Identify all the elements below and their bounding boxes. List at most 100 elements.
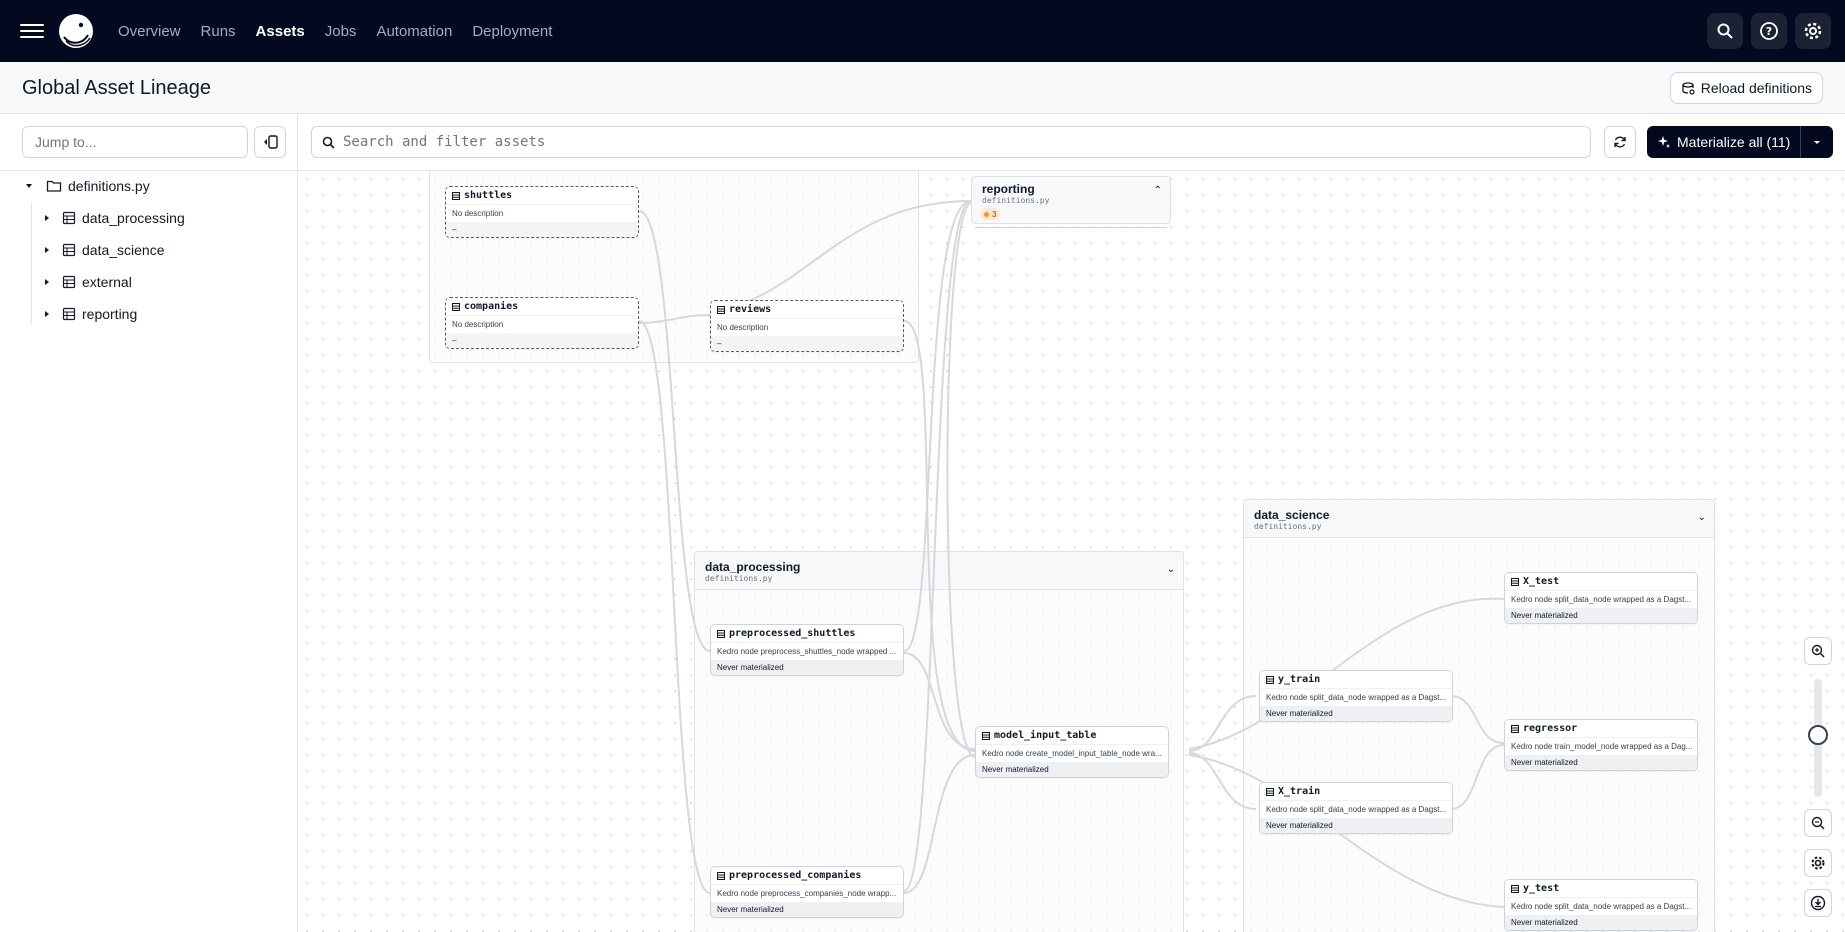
node-description: No description xyxy=(446,204,638,222)
edge xyxy=(1188,754,1505,908)
nav-jobs[interactable]: Jobs xyxy=(324,22,357,40)
asset-node-y-test[interactable]: y_test Kedro node split_data_node wrappe… xyxy=(1504,879,1698,931)
node-description: Kedro node split_data_node wrapped as a … xyxy=(1260,800,1452,818)
asset-node-y-train[interactable]: y_train Kedro node split_data_node wrapp… xyxy=(1259,670,1453,722)
materialize-options-dropdown[interactable] xyxy=(1801,137,1833,147)
tree-item-external[interactable]: external xyxy=(42,272,132,292)
caret-right-icon xyxy=(45,279,49,285)
node-header: preprocessed_shuttles xyxy=(711,625,903,642)
asset-node-x-test[interactable]: X_test Kedro node split_data_node wrappe… xyxy=(1504,572,1698,624)
dagster-logo[interactable] xyxy=(56,11,96,51)
asset-sidebar: definitions.py data_processing data_scie… xyxy=(0,114,298,932)
asset-search-box[interactable] xyxy=(311,126,1591,158)
materialize-all-label: Materialize all (11) xyxy=(1677,134,1791,150)
node-header: regressor xyxy=(1505,720,1697,737)
zoom-slider-handle[interactable] xyxy=(1808,725,1828,745)
node-description: No description xyxy=(446,315,638,333)
group-header[interactable]: data_processing definitions.py ⌄ xyxy=(695,552,1183,590)
nav-overview[interactable]: Overview xyxy=(118,22,181,40)
asset-node-companies[interactable]: companies No description – xyxy=(445,297,639,349)
tree-item-root[interactable]: definitions.py xyxy=(24,176,150,196)
node-header: X_train xyxy=(1260,783,1452,800)
refresh-button[interactable] xyxy=(1604,126,1636,158)
edge xyxy=(903,200,972,652)
edge xyxy=(903,652,976,750)
search-icon[interactable] xyxy=(1707,13,1743,49)
tree-item-data-science[interactable]: data_science xyxy=(42,240,165,260)
group-header[interactable]: data_science definitions.py ⌄ xyxy=(1244,500,1714,538)
tree-item-data-processing[interactable]: data_processing xyxy=(42,208,185,228)
table-icon xyxy=(717,871,725,880)
asset-search-input[interactable] xyxy=(343,134,1563,150)
nav-deployment[interactable]: Deployment xyxy=(472,22,553,40)
asset-group-icon xyxy=(62,275,76,289)
node-header: reviews xyxy=(711,301,903,318)
table-icon xyxy=(1266,675,1274,684)
edge xyxy=(638,210,711,652)
graph-toolbar: Materialize all (11) xyxy=(299,114,1845,171)
nav-links: Overview Runs Assets Jobs Automation Dep… xyxy=(118,0,552,62)
asset-node-regressor[interactable]: regressor Kedro node train_model_node wr… xyxy=(1504,719,1698,771)
asset-node-preprocessed-companies[interactable]: preprocessed_companies Kedro node prepro… xyxy=(710,866,904,918)
asset-graph-canvas[interactable]: reporting definitions.py ⌃ 3 data_proces… xyxy=(299,171,1845,932)
asset-node-shuttles[interactable]: shuttles No description – xyxy=(445,186,639,238)
download-icon[interactable] xyxy=(1804,889,1832,917)
gear-icon[interactable] xyxy=(1795,13,1831,49)
node-name: preprocessed_shuttles xyxy=(729,628,856,639)
zoom-in-icon[interactable] xyxy=(1804,637,1832,665)
folder-icon xyxy=(46,180,62,192)
jump-to-input[interactable] xyxy=(22,126,248,158)
collapse-sidebar-button[interactable] xyxy=(254,126,286,158)
node-status: Never materialized xyxy=(1505,608,1697,623)
node-name: shuttles xyxy=(464,190,513,201)
tree-guide-line xyxy=(31,202,32,324)
node-name: y_test xyxy=(1523,883,1560,894)
node-header: model_input_table xyxy=(976,727,1168,744)
caret-down-icon xyxy=(26,184,32,188)
node-name: regressor xyxy=(1523,723,1578,734)
reload-definitions-button[interactable]: Reload definitions xyxy=(1669,72,1823,104)
node-name: companies xyxy=(464,301,519,312)
group-file: definitions.py xyxy=(1254,522,1322,531)
group-reporting[interactable]: reporting definitions.py ⌃ 3 xyxy=(971,176,1171,224)
asset-node-model-input-table[interactable]: model_input_table Kedro node create_mode… xyxy=(975,726,1169,778)
edge xyxy=(1188,695,1257,752)
node-status: – xyxy=(446,333,638,348)
group-file: definitions.py xyxy=(705,574,773,583)
graph-settings-icon[interactable] xyxy=(1804,849,1832,877)
tree-item-reporting[interactable]: reporting xyxy=(42,304,137,324)
table-icon xyxy=(1266,787,1274,796)
node-name: y_train xyxy=(1278,674,1321,685)
group-title: data_science xyxy=(1254,508,1330,522)
caret-down-icon xyxy=(1814,141,1820,144)
node-header: y_train xyxy=(1260,671,1452,688)
tree-item-label: reporting xyxy=(82,306,138,322)
group-title: reporting xyxy=(982,182,1035,196)
collapse-icon[interactable]: ⌄ xyxy=(1697,512,1706,523)
collapse-icon[interactable]: ⌄ xyxy=(1166,564,1175,575)
expand-icon[interactable]: ⌃ xyxy=(1153,185,1162,196)
asset-group-icon xyxy=(62,307,76,321)
hamburger-icon[interactable] xyxy=(20,20,44,40)
materialize-all-button: Materialize all (11) xyxy=(1647,126,1833,158)
edge xyxy=(1188,597,1505,750)
asset-node-x-train[interactable]: X_train Kedro node split_data_node wrapp… xyxy=(1259,782,1453,834)
help-icon[interactable]: ? xyxy=(1751,13,1787,49)
materialize-all-main[interactable]: Materialize all (11) xyxy=(1647,126,1801,158)
nav-assets[interactable]: Assets xyxy=(255,22,305,40)
node-status: Never materialized xyxy=(1260,818,1452,833)
tree-root-label: definitions.py xyxy=(68,178,150,194)
asset-node-preprocessed-shuttles[interactable]: preprocessed_shuttles Kedro node preproc… xyxy=(710,624,904,676)
sidebar-divider xyxy=(0,170,298,171)
table-icon xyxy=(717,629,725,638)
node-status: Never materialized xyxy=(1505,755,1697,770)
table-icon xyxy=(1511,724,1519,733)
asset-node-reviews[interactable]: reviews No description – xyxy=(710,300,904,352)
nav-automation[interactable]: Automation xyxy=(376,22,453,40)
node-description: Kedro node preprocess_shuttles_node wrap… xyxy=(711,642,903,660)
node-name: preprocessed_companies xyxy=(729,870,862,881)
nav-runs[interactable]: Runs xyxy=(200,22,236,40)
edge xyxy=(748,200,972,302)
zoom-out-icon[interactable] xyxy=(1804,809,1832,837)
node-description: Kedro node create_model_input_table_node… xyxy=(976,744,1168,762)
